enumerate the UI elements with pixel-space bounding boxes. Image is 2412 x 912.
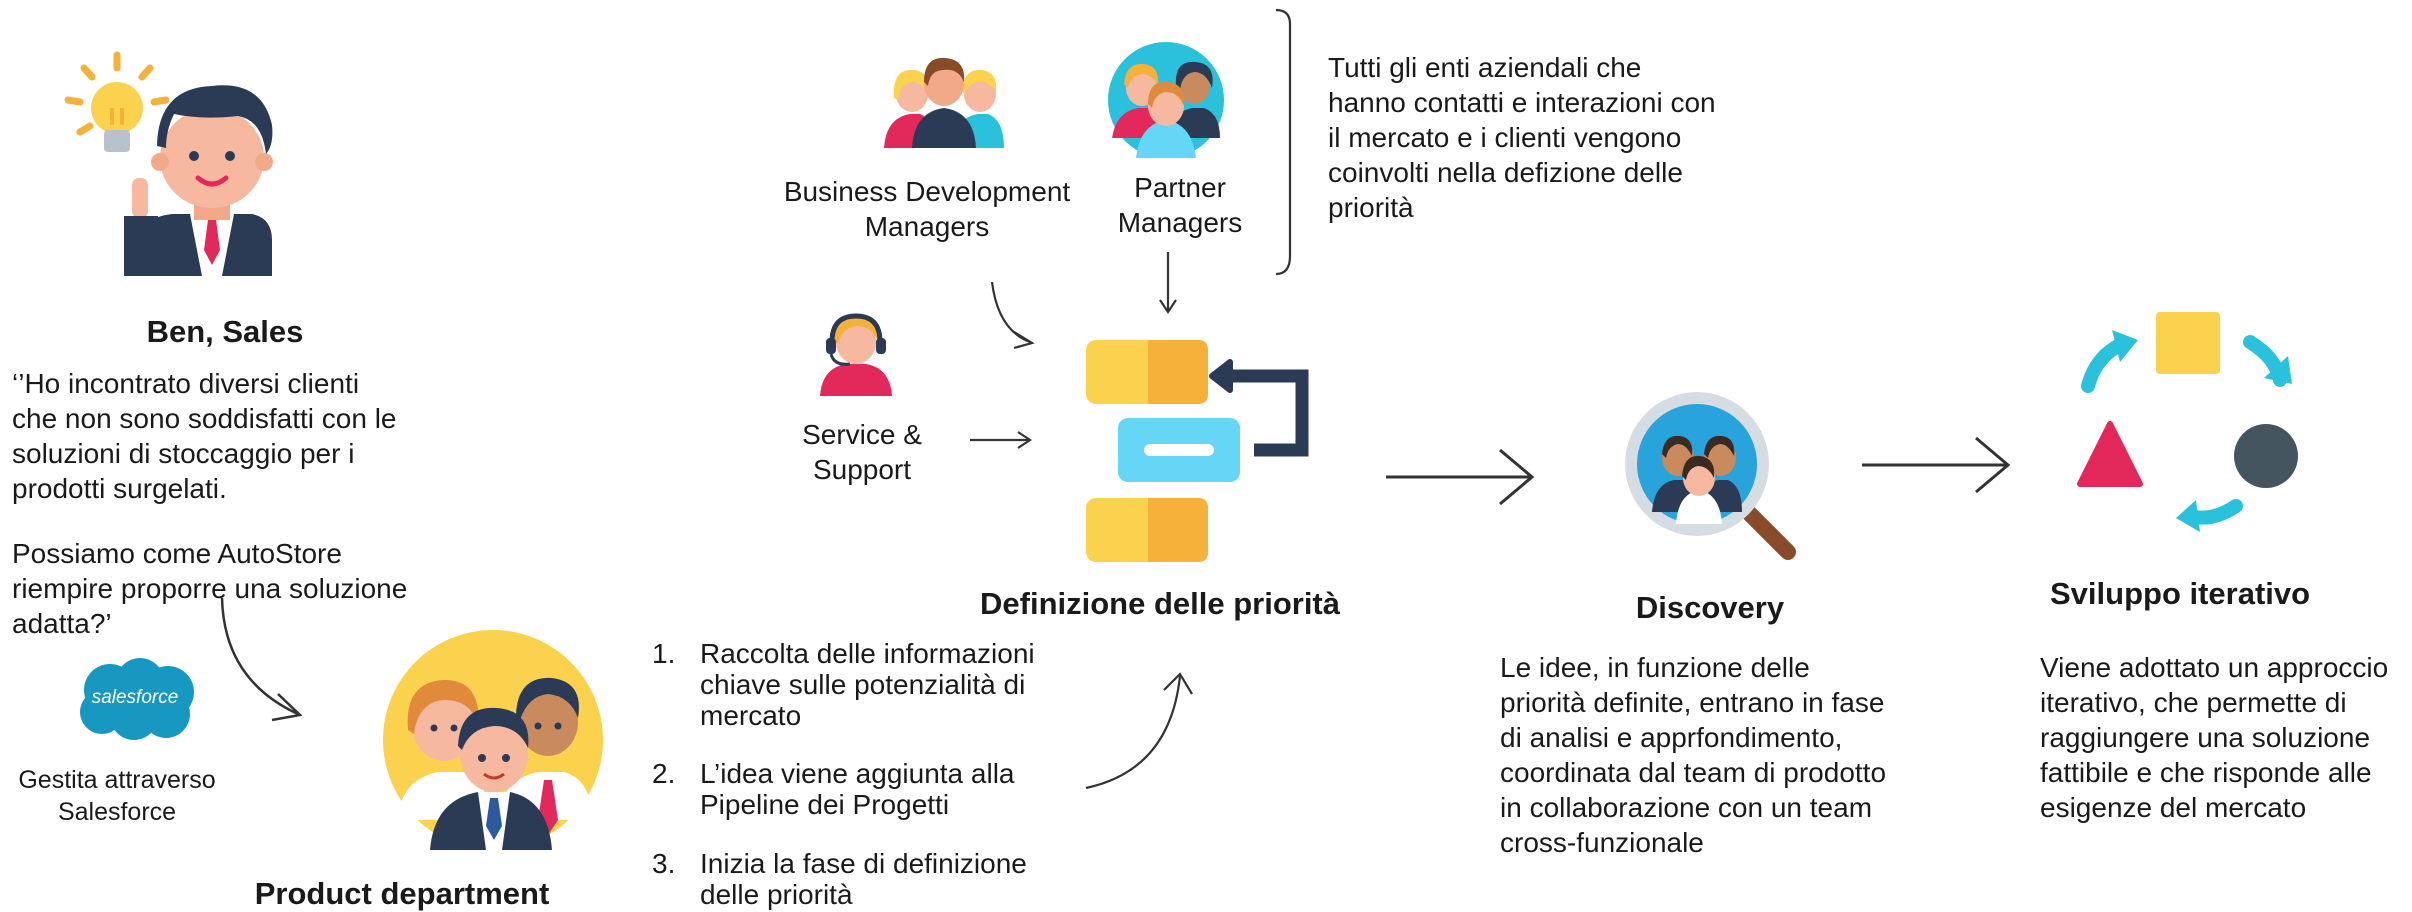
partner-line: Managers (1117, 207, 1243, 238)
discovery-title: Discovery (1635, 590, 1785, 625)
partner-label: Partner Managers (1080, 170, 1280, 240)
desc-line: di analisi e apprfondimento, (1500, 722, 1843, 753)
iterative-description: Viene adottato un approccio iterativo, c… (2040, 650, 2410, 825)
service-label: Service & Support (772, 417, 952, 487)
desc-line: Le idee, in funzione delle (1500, 652, 1810, 683)
caption-line: Gestita attraverso (18, 766, 216, 794)
step-line: delle priorità (700, 879, 853, 910)
question-line: adatta?’ (12, 608, 112, 639)
step-line: Pipeline dei Progetti (700, 789, 950, 820)
quote-line: soluzioni di stoccaggio per i (12, 438, 355, 469)
step-line: mercato (700, 700, 802, 731)
quote-line: prodotti surgelati. (12, 473, 227, 504)
pipeline-priority-icon (1082, 336, 1312, 566)
step-line: Inizia la fase di definizione (700, 848, 1027, 879)
ben-quote: ‘’Ho incontrato diversi clienti che non … (12, 366, 432, 506)
note-line: il mercato e i clienti vengono (1328, 122, 1682, 153)
step-line: chiave sulle potenzialità di (700, 669, 1026, 700)
iterative-title: Sviluppo iterativo (2050, 576, 2311, 611)
prioritization-title: Definizione delle priorità (980, 586, 1340, 621)
question-line: riempire proporre una soluzione (12, 573, 408, 604)
team-icon (884, 48, 1004, 148)
note-line: coinvolti nella defizione delle (1328, 157, 1683, 188)
step-text: Raccolta delle informazioni chiave sulle… (700, 638, 1080, 731)
caption-line: Salesforce (57, 798, 177, 826)
discovery-magnifier-icon (1622, 392, 1802, 562)
step-line: L’idea viene aggiunta alla (700, 758, 1015, 789)
ben-name: Ben, Sales (146, 314, 304, 349)
curved-arrow-to-product (220, 597, 303, 722)
desc-line: priorità definite, entrano in fase (1500, 687, 1885, 718)
note-line: hanno contatti e interazioni con (1328, 87, 1716, 118)
desc-line: raggiungere una soluzione (2040, 722, 2371, 753)
desc-line: in collaborazione con un team (1500, 792, 1873, 823)
businessman-idea-icon (62, 50, 282, 280)
step-number: 2. (652, 758, 676, 789)
desc-line: esigenze del mercato (2040, 792, 2307, 823)
partner-team-icon (1108, 42, 1224, 158)
desc-line: Viene adottato un approccio (2040, 652, 2389, 683)
bdm-label: Business Development Managers (772, 174, 1082, 244)
quote-line: che non sono soddisfatti con le (12, 403, 397, 434)
bdm-line: Business Development (783, 176, 1071, 207)
step-text: Inizia la fase di definizione delle prio… (700, 848, 1080, 910)
desc-line: coordinata dal team di prodotto (1500, 757, 1887, 788)
product-department-label: Product department (254, 876, 550, 911)
salesforce-cloud-icon: salesforce (72, 656, 198, 744)
desc-line: iterativo, che permette di (2040, 687, 2347, 718)
question-line: Possiamo come AutoStore (12, 538, 342, 569)
support-agent-icon (816, 306, 896, 396)
iterative-cycle-icon (2066, 300, 2316, 540)
quote-line: ‘’Ho incontrato diversi clienti (12, 368, 360, 399)
partner-line: Partner (1134, 172, 1226, 203)
note-line: priorità (1328, 192, 1414, 223)
service-line: Service & (802, 419, 922, 450)
ben-question: Possiamo come AutoStore riempire proporr… (12, 536, 452, 641)
discovery-description: Le idee, in funzione delle priorità defi… (1500, 650, 1940, 860)
bdm-line: Managers (864, 211, 990, 242)
step-number: 1. (652, 638, 676, 669)
desc-line: fattibile e che risponde alle (2040, 757, 2372, 788)
salesforce-caption: Gestita attraverso Salesforce (0, 764, 234, 828)
bracket-note: Tutti gli enti aziendali che hanno conta… (1328, 50, 1748, 225)
desc-line: cross-funzionale (1500, 827, 1704, 858)
step-line: Raccolta delle informazioni (700, 638, 1035, 669)
step-text: L’idea viene aggiunta alla Pipeline dei … (700, 758, 1080, 820)
salesforce-logo-text: salesforce (91, 687, 179, 708)
product-team-icon (378, 630, 608, 850)
note-line: Tutti gli enti aziendali che (1328, 52, 1642, 83)
step-number: 3. (652, 848, 676, 879)
service-line: Support (812, 454, 912, 485)
